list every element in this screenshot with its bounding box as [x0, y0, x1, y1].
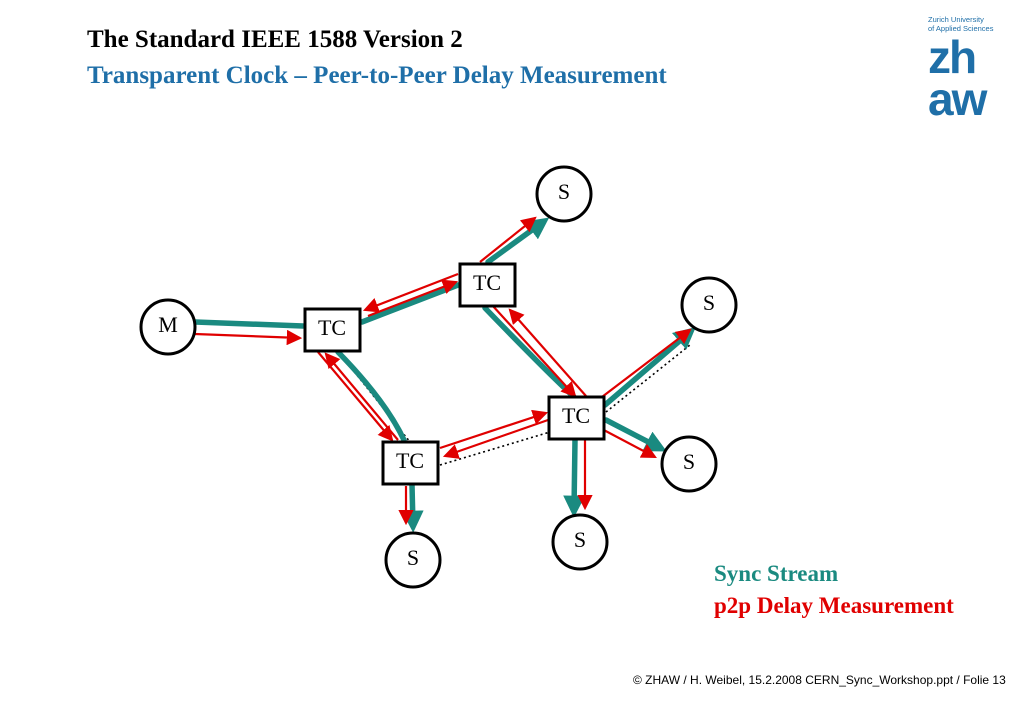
sync-m-to-tc-left [192, 319, 306, 329]
logo-mark-top: zh [928, 31, 977, 83]
slide-subtitle: Transparent Clock – Peer-to-Peer Delay M… [87, 62, 667, 89]
node-s-bottom-center: S [551, 513, 609, 571]
zhaw-logo: Zurich University of Applied Sciences zh… [922, 15, 1012, 134]
sync-tc-left-to-tc-top [359, 282, 461, 325]
footer-copyright: © ZHAW / H. Weibel, 15.2.2008 CERN_Sync_… [633, 673, 1006, 687]
sync-tc-bottom-to-s [401, 482, 424, 533]
node-tc-right-label: TC [562, 403, 590, 428]
node-s-right-lower: S [660, 435, 718, 493]
node-s-top: S [535, 165, 593, 223]
sync-tc-right-to-s-lower [603, 417, 667, 452]
p2p-delay-paths [194, 216, 692, 526]
legend-sync-stream: Sync Stream [714, 561, 839, 586]
p2p-tc-right-to-s-upper [597, 328, 692, 401]
legend-p2p-delay: p2p Delay Measurement [714, 593, 954, 618]
p2p-tc-left-to-tc-bottom-a [317, 351, 394, 442]
node-s-right-upper-label: S [703, 290, 715, 315]
p2p-tc-right-to-tc-top-b [508, 308, 587, 397]
sync-tc-right-to-s-bottom [563, 437, 586, 518]
node-s-bottom-center-label: S [574, 527, 586, 552]
sync-stream-paths [192, 217, 696, 533]
logo-mark-bottom: aw [928, 73, 987, 125]
p2p-tc-top-to-tc-right-a [491, 304, 577, 398]
slide-title: The Standard IEEE 1588 Version 2 [87, 26, 463, 53]
p2p-tc-left-to-tc-top-b [367, 279, 459, 318]
node-tc-top: TC [458, 262, 517, 308]
node-s-bottom-left-label: S [407, 545, 419, 570]
node-s-right-upper: S [680, 276, 738, 334]
sync-tc-top-to-s-top [485, 217, 550, 265]
logo-line-1: Zurich University [928, 15, 984, 24]
sync-tc-left-to-tc-bottom [335, 349, 407, 443]
node-s-right-lower-label: S [683, 449, 695, 474]
node-s-top-label: S [558, 179, 570, 204]
node-tc-bottom-label: TC [396, 448, 424, 473]
p2p-tc-bottom-to-tc-right-b [439, 409, 549, 450]
p2p-tc-right-to-tc-bottom-a [442, 418, 549, 459]
p2p-tc-bottom-to-tc-left-b [324, 352, 399, 441]
sync-tc-top-to-tc-right [482, 305, 578, 401]
node-tc-left: TC [303, 307, 362, 353]
node-m-label: M [158, 312, 178, 337]
dotted-links [344, 344, 691, 466]
p2p-tc-right-to-s-lower [599, 427, 657, 459]
node-tc-top-label: TC [473, 270, 501, 295]
node-s-bottom-left: S [384, 531, 442, 589]
p2p-tc-top-to-s-top [479, 216, 537, 263]
dotted-link-tc-right-to-tc-bottom [439, 431, 551, 466]
node-tc-right: TC [547, 395, 606, 441]
dotted-link-tc-right-to-s [605, 344, 691, 413]
p2p-m-to-tc-left [194, 329, 303, 346]
node-tc-bottom: TC [381, 440, 440, 486]
node-tc-left-label: TC [318, 315, 346, 340]
node-m: M [139, 298, 197, 356]
sync-tc-right-to-s-upper [602, 326, 696, 408]
logo-line-2: of Applied Sciences [928, 23, 994, 33]
